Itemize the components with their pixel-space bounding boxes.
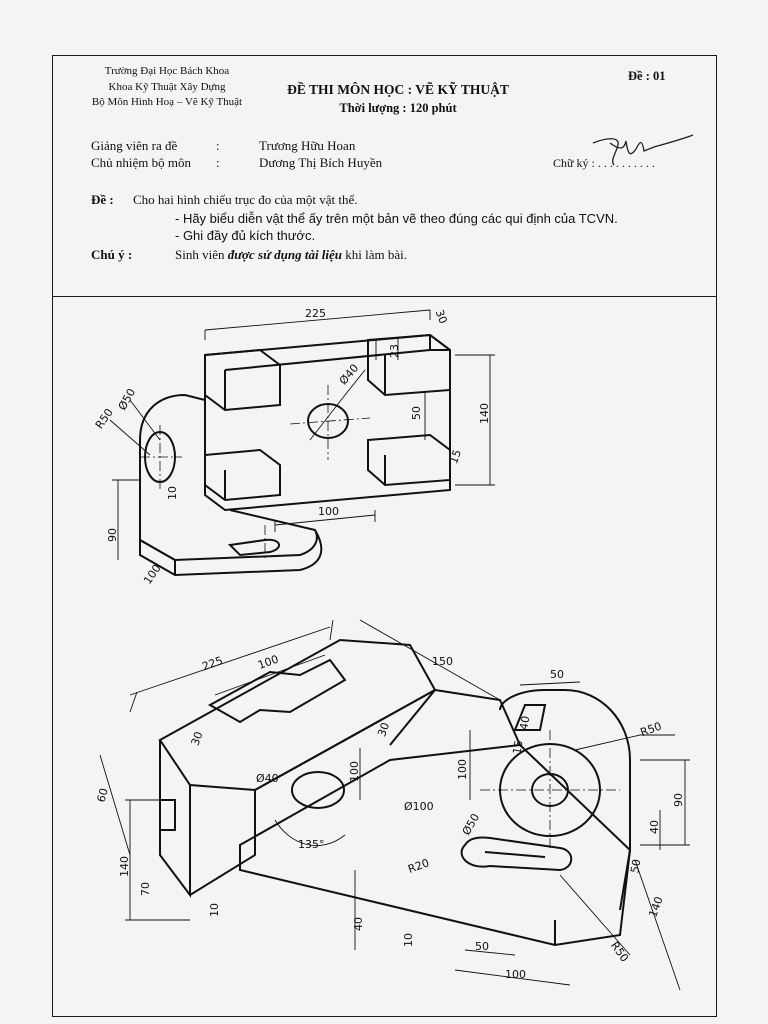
v1-dim-225: 225 — [305, 307, 326, 320]
v2-dim-phi100: Ø100 — [404, 800, 434, 813]
question-bullet-2: - Ghi đầy đủ kích thước. — [175, 228, 316, 243]
v1-dim-140: 140 — [478, 403, 491, 424]
note-text-emphasis: được sử dụng tài liệu — [227, 247, 343, 262]
v2-dim-60: 60 — [95, 787, 111, 804]
v1-dim-90: 90 — [106, 528, 119, 542]
exam-title: ĐỀ THI MÔN HỌC : VẼ KỸ THUẬT — [287, 82, 509, 97]
header-divider — [53, 296, 716, 297]
v2-dim-70: 70 — [139, 882, 152, 896]
head-colon: : — [216, 155, 220, 170]
v2-dim-phi50: Ø50 — [460, 811, 483, 837]
v2-dim-30b: 30 — [375, 721, 392, 739]
v2-dim-50c: 50 — [475, 940, 489, 953]
note-text-before: Sinh viên — [175, 247, 228, 262]
v1-dim-100: 100 — [318, 505, 339, 518]
note-text: Sinh viên được sử dụng tài liệu khi làm … — [175, 247, 407, 263]
v2-dim-r50b: R50 — [608, 939, 631, 964]
v2-dim-140b: 140 — [646, 895, 665, 919]
v1-dim-50: 50 — [410, 406, 423, 420]
v2-dim-40c: 40 — [352, 917, 365, 931]
v1-dim-15: 15 — [447, 448, 464, 466]
v2-dim-150: 150 — [432, 655, 453, 668]
question-bullet-1: - Hãy biểu diễn vật thể ấy trên một bản … — [175, 211, 618, 226]
lecturer-name: Trương Hữu Hoan — [259, 138, 356, 153]
v2-dim-90: 90 — [672, 793, 685, 807]
v1-dim-r50: R50 — [93, 406, 116, 431]
school-info: Trường Đại Học Bách Khoa Khoa Kỹ Thuật X… — [67, 64, 267, 111]
v2-dim-100v2: 100 — [456, 759, 469, 780]
faculty-name: Khoa Kỹ Thuật Xây Dựng — [108, 80, 226, 93]
department-name: Bộ Môn Hình Hoạ – Vẽ Kỹ Thuật — [91, 96, 243, 108]
v2-dim-phi40: Ø40 — [256, 772, 279, 785]
v2-dim-10b: 10 — [402, 933, 415, 947]
v2-dim-140: 140 — [118, 856, 131, 877]
head-label: Chủ nhiệm bộ môn — [91, 155, 192, 170]
v1-dim-10: 10 — [166, 486, 179, 500]
signature-mark — [592, 134, 694, 166]
v2-dim-30: 30 — [189, 730, 206, 748]
v2-dim-40: 40 — [517, 715, 532, 731]
note-label: Chú ý : — [91, 247, 133, 262]
v2-dim-100: 100 — [256, 653, 280, 672]
head-name: Dương Thị Bích Huyền — [259, 155, 383, 170]
school-name: Trường Đại Học Bách Khoa — [104, 65, 230, 77]
v2-dim-100v: 100 — [348, 761, 361, 782]
v1-dim-phi40: Ø40 — [337, 362, 362, 388]
v2-dim-225: 225 — [200, 654, 224, 673]
signature-label: Chữ ký : . . . . . . . . . . — [553, 156, 655, 170]
v2-dim-50b: 50 — [628, 858, 643, 874]
v2-dim-40b: 40 — [648, 820, 661, 834]
v1-dim-23: 23 — [388, 344, 401, 358]
v2-dim-50: 50 — [550, 668, 564, 681]
v2-dim-r20: R20 — [406, 856, 431, 876]
view-2: 225 100 150 50 30 30 40 R50 60 Ø40 100 1… — [95, 619, 690, 991]
v2-dim-r50: R50 — [639, 720, 664, 740]
v2-dim-100b: 100 — [505, 968, 526, 981]
v1-dim-phi50: Ø50 — [116, 386, 139, 412]
exam-duration: Thời lượng : 120 phút — [339, 101, 457, 115]
question-intro: Cho hai hình chiếu trục đo của một vật t… — [133, 192, 358, 207]
exam-code: Đề : 01 — [628, 69, 666, 83]
lecturer-colon: : — [216, 138, 220, 153]
v1-dim-30: 30 — [433, 308, 450, 326]
note-text-after: khi làm bài. — [342, 247, 408, 262]
question-label: Đề : — [91, 192, 114, 207]
view-1: 225 30 23 Ø40 50 140 15 Ø50 R50 10 90 10… — [93, 307, 495, 587]
v2-dim-10: 10 — [208, 903, 221, 917]
exam-sheet: Trường Đại Học Bách Khoa Khoa Kỹ Thuật X… — [52, 55, 717, 1017]
v2-dim-15: 15 — [510, 739, 525, 755]
v2-dim-135: 135° — [298, 838, 325, 851]
lecturer-label: Giảng viên ra đề — [91, 138, 178, 153]
